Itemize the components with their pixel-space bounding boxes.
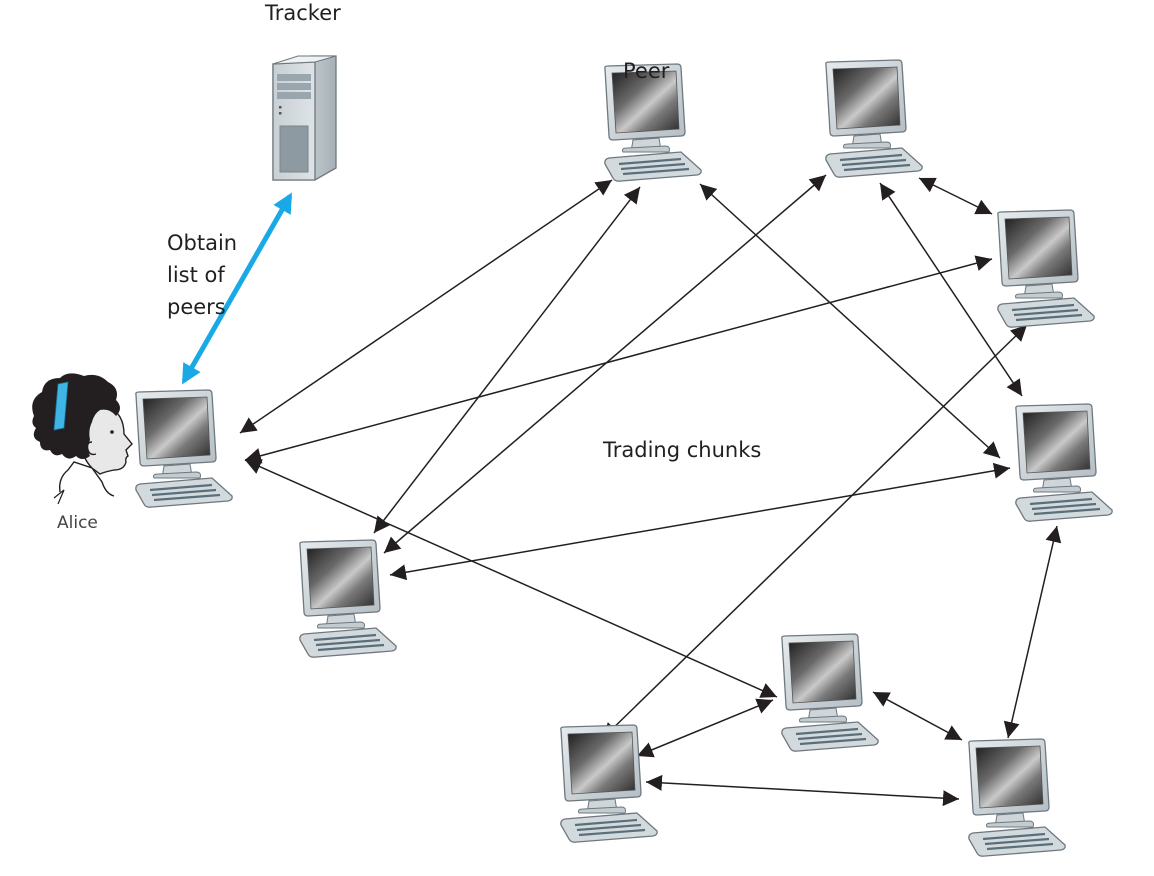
- peer-connection-arrow: [1003, 525, 1062, 739]
- nodes-layer: [32, 55, 1114, 858]
- tracker-connection-arrow: [181, 192, 293, 385]
- peer-connection-arrow: [244, 255, 993, 464]
- peer-computer-icon: [298, 538, 398, 659]
- peer-computer-icon: [559, 723, 659, 844]
- peer-connection-arrow: [918, 177, 993, 215]
- tracker-server-icon: [272, 55, 337, 181]
- alice-computer-icon: [134, 388, 234, 509]
- obtain-list-label: Obtain list of peers: [167, 231, 237, 319]
- peer-connection-arrow: [373, 186, 641, 534]
- peer-connection-arrow: [389, 462, 1011, 581]
- peer-computer-icon: [1014, 402, 1114, 523]
- peer-connection-arrow: [645, 774, 960, 807]
- peer-connection-arrow: [699, 183, 1001, 459]
- peer-connection-arrow: [872, 691, 963, 741]
- connections-layer: [181, 174, 1062, 807]
- peer-computer-icon: [996, 208, 1096, 329]
- obtain-label-line: list of: [167, 263, 225, 287]
- obtain-label-line: peers: [167, 295, 226, 319]
- peer-connection-arrow: [636, 698, 774, 758]
- alice-person-icon: [32, 373, 133, 505]
- tracker-label: Tracker: [264, 1, 341, 25]
- peer-computer-icon: [967, 737, 1067, 858]
- peer-computer-icon: [824, 58, 924, 179]
- alice-label: Alice: [57, 513, 98, 533]
- trading-chunks-label: Trading chunks: [602, 438, 761, 462]
- peer-computer-icon: [780, 632, 880, 753]
- obtain-label-line: Obtain: [167, 231, 237, 255]
- peer-connection-arrow: [239, 179, 613, 434]
- peer-label: Peer: [623, 59, 670, 83]
